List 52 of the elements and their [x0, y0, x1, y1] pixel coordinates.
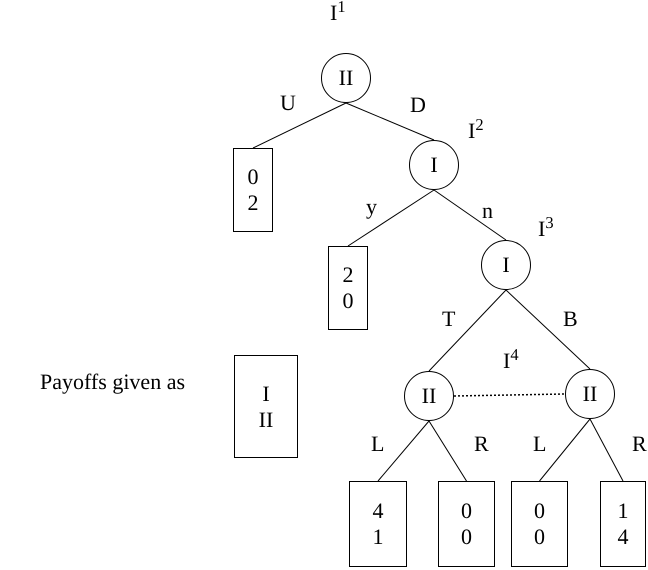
- information-set-label: I$^{2}$: [468, 120, 484, 142]
- player-label: I: [502, 254, 510, 276]
- edge-label: B: [563, 308, 578, 330]
- information-set-label: I$^{3}$: [538, 218, 554, 240]
- branch-line: [590, 418, 624, 482]
- payoff-box: [511, 481, 568, 567]
- edge-label: n: [482, 200, 493, 222]
- branch-line: [348, 190, 434, 246]
- edge-label: I$^{4}$: [503, 350, 519, 372]
- payoff-box: [600, 481, 646, 567]
- payoff-value: 4: [618, 526, 628, 548]
- payoff-value: 4: [372, 500, 384, 522]
- payoff-value: 0: [534, 500, 545, 522]
- branch-line: [252, 102, 346, 148]
- payoff-box: [234, 355, 298, 458]
- caption-text: Payoffs given as: [40, 371, 186, 393]
- branch-line: [428, 420, 467, 482]
- edge-label: U: [280, 92, 296, 114]
- branch-line: [434, 190, 506, 240]
- payoff-value: 0: [534, 526, 545, 548]
- player-label: I: [430, 154, 438, 176]
- edge-label: y: [366, 196, 377, 218]
- edge-label: R: [632, 433, 647, 455]
- payoff-value: 2: [248, 192, 258, 214]
- edge-label: L: [533, 433, 546, 455]
- information-set-line: [454, 393, 566, 397]
- payoff-value: 0: [461, 500, 472, 522]
- payoff-value: I: [262, 382, 270, 404]
- player-label: II: [422, 385, 436, 407]
- payoff-value: 0: [342, 290, 354, 312]
- branch-line: [346, 102, 434, 140]
- branch-line: [378, 420, 430, 482]
- branch-line: [506, 290, 590, 370]
- edge-label: D: [410, 94, 426, 116]
- payoff-box: [349, 481, 407, 567]
- branch-line: [428, 290, 506, 372]
- payoff-value: 0: [248, 166, 258, 188]
- branch-line: [539, 418, 590, 482]
- payoff-value: II: [258, 408, 274, 430]
- payoff-value: 1: [372, 526, 384, 548]
- payoff-box: [328, 246, 368, 330]
- payoff-value: 2: [342, 264, 354, 286]
- payoff-box: [233, 148, 273, 232]
- payoff-value: 0: [461, 526, 472, 548]
- edge-label: L: [371, 433, 384, 455]
- player-label: II: [582, 383, 598, 405]
- edge-label: R: [474, 433, 489, 455]
- player-label: II: [338, 67, 354, 89]
- edge-label: T: [442, 308, 456, 330]
- payoff-box: [438, 481, 495, 567]
- payoff-value: 1: [618, 500, 628, 522]
- information-set-label: I$^{1}$: [330, 2, 346, 24]
